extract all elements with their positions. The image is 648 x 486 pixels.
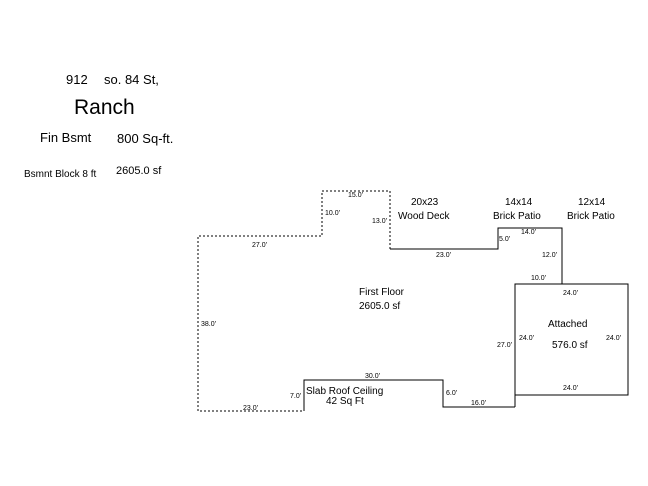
dim-deck-13: 13.0' (372, 218, 387, 225)
brick-patio-2-size: 12x14 (578, 197, 606, 208)
garage-area: 576.0 sf (552, 340, 588, 351)
dim-patio-14: 14.0' (521, 229, 536, 236)
rear-wall (390, 227, 563, 284)
dim-top-27: 27.0' (252, 242, 267, 249)
dim-left-10: 10.0' (325, 210, 340, 217)
dim-house-27: 27.0' (497, 342, 512, 349)
house-style: Ranch (74, 96, 135, 119)
wood-deck-size: 20x23 (411, 197, 439, 208)
house-number: 912 (66, 72, 88, 87)
dim-slab-30: 30.0' (365, 373, 380, 380)
dim-step-10: 10.0' (531, 275, 546, 282)
dim-patio-5: 5.0' (499, 236, 511, 243)
brick-patio-1-name: Brick Patio (493, 211, 541, 222)
slab-area: 42 Sq Ft (326, 396, 364, 407)
dim-deck-bottom-23: 23.0' (436, 252, 451, 259)
dim-patio-12: 12.0' (542, 252, 557, 259)
dim-bottom-16: 16.0' (471, 400, 486, 407)
dim-garage-left-24: 24.0' (519, 335, 534, 342)
dim-top-15: 15.0' (348, 192, 363, 199)
brick-patio-2-name: Brick Patio (567, 211, 615, 222)
dim-garage-bottom-24: 24.0' (563, 385, 578, 392)
garage-name: Attached (548, 319, 588, 330)
slab-name: Slab Roof Ceiling (306, 386, 384, 397)
garage-outline (514, 283, 629, 396)
dim-slab-7: 7.0' (290, 393, 302, 400)
street-name: so. 84 St, (104, 72, 159, 87)
dim-garage-right-24: 24.0' (606, 335, 621, 342)
slab-outline (303, 379, 515, 411)
dim-bottom-23: 23.0' (243, 405, 258, 412)
first-floor-name: First Floor (359, 287, 404, 298)
first-floor-area: 2605.0 sf (359, 301, 401, 312)
basement-area: 800 Sq-ft. (117, 131, 174, 146)
basement-block-label: Bsmnt Block 8 ft (24, 169, 97, 180)
dim-left-38: 38.0' (201, 321, 216, 328)
dim-garage-top-24: 24.0' (563, 290, 578, 297)
basement-label: Fin Bsmt (40, 130, 92, 145)
dim-step-6: 6.0' (446, 390, 458, 397)
first-floor-outline (197, 190, 391, 412)
brick-patio-1-size: 14x14 (505, 197, 533, 208)
basement-block-area: 2605.0 sf (116, 165, 162, 177)
wood-deck-name: Wood Deck (398, 211, 450, 222)
